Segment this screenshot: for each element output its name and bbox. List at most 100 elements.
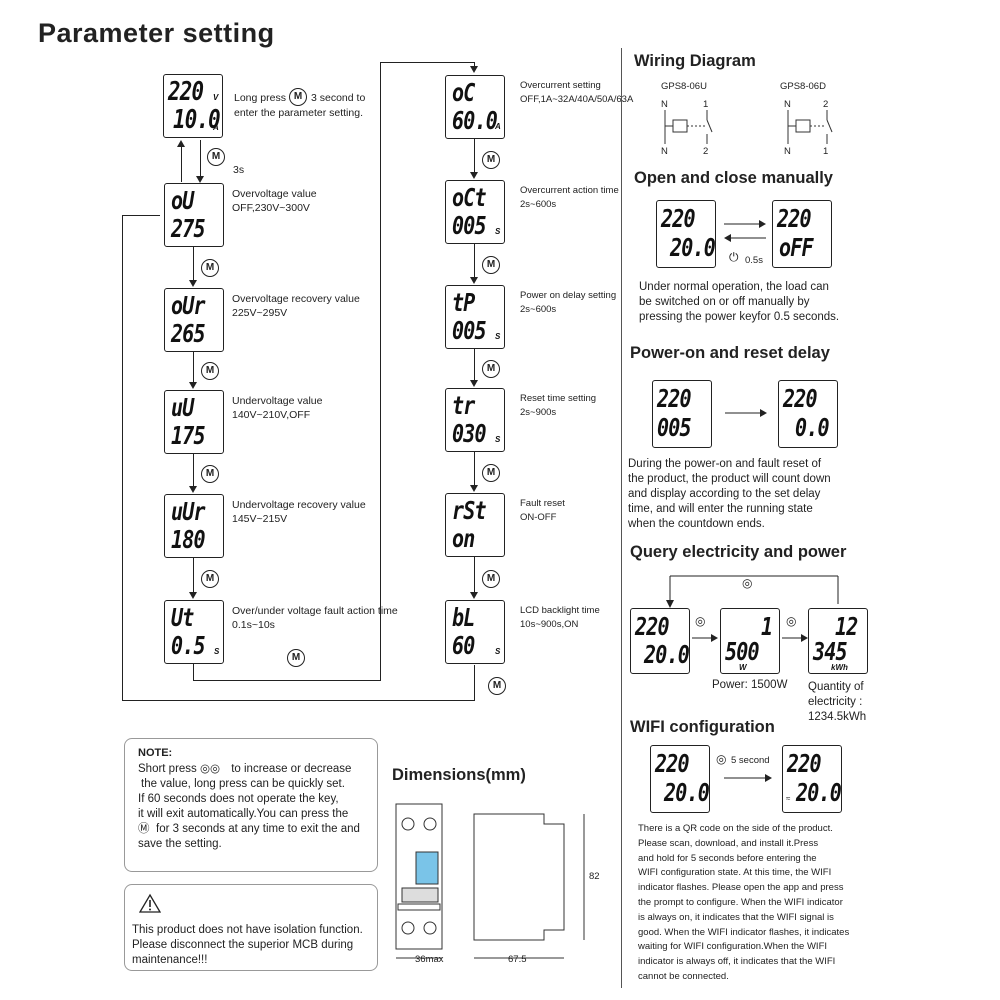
lcd-query-2: 1 500 W xyxy=(720,608,780,674)
manual-text-1: Under normal operation, the load can xyxy=(639,281,829,293)
step-range: OFF,230V~300V xyxy=(232,202,310,214)
step-label: Undervoltage recovery value xyxy=(232,499,366,511)
note-line-1: Short press ◎◎ to increase or decrease xyxy=(138,763,352,775)
connector-line xyxy=(474,139,476,174)
loop-bottom xyxy=(122,700,474,702)
manual-time: 0.5s xyxy=(745,255,763,266)
lcd-entry: 220 V 10.0 A xyxy=(163,74,223,138)
connector-line xyxy=(474,244,476,279)
note-line-6: save the setting. xyxy=(138,838,222,850)
query-key-icon: ◎ xyxy=(695,614,706,628)
lcd-code: Ut xyxy=(171,603,194,632)
warning-line-3: maintenance!!! xyxy=(132,954,208,966)
wifi-text-line: is always on, it indicates that the WIFI… xyxy=(638,911,834,923)
lcd-unit: S xyxy=(495,647,501,656)
plus-minus-icons: ◎◎ xyxy=(200,763,221,775)
join-left xyxy=(193,664,195,681)
join-mid xyxy=(380,62,382,681)
hold-time: 3s xyxy=(233,164,245,176)
lcd-code: oUr xyxy=(171,291,206,320)
lcd-value: 0.5 xyxy=(171,631,206,660)
power-key-icon: ⏻ xyxy=(729,250,739,264)
loop-left xyxy=(122,215,124,700)
connector-head xyxy=(470,380,478,387)
arrow-down-line xyxy=(200,140,202,176)
connector-line xyxy=(193,352,195,384)
lcd-line2: 005 xyxy=(657,413,692,442)
manual-title: Open and close manually xyxy=(634,169,833,187)
step-range: OFF,1A~32A/40A/50A/63A xyxy=(520,94,634,105)
query-arrow xyxy=(782,634,808,642)
m-key-icon: M xyxy=(287,649,305,667)
lcd-manual-right: 220 oFF xyxy=(772,200,832,268)
delay-text-2: the product, the product will count down xyxy=(628,473,831,485)
arrow-head xyxy=(470,66,478,73)
lcd-line1: 220 xyxy=(635,612,670,641)
step-range: ON-OFF xyxy=(520,512,557,523)
connector-line xyxy=(474,452,476,487)
wifi-text-line: waiting for WIFI configuration.When the … xyxy=(638,941,828,953)
lcd-value: 180 xyxy=(171,525,206,554)
wifi-text-line: indicator flashes. Please open the app a… xyxy=(638,882,844,894)
m-key-icon: M xyxy=(482,569,500,588)
query-qty-2: electricity : xyxy=(808,696,863,708)
wiring-d-1: 1 xyxy=(823,146,829,157)
lcd-code: bL xyxy=(452,603,475,632)
m-key-icon: M xyxy=(482,255,500,274)
warning-box: This product does not have isolation fun… xyxy=(124,884,378,971)
query-arrow xyxy=(692,634,718,642)
lcd-unit: S xyxy=(495,332,501,341)
m-key-icon: M xyxy=(482,150,500,169)
wifi-text-line: WIFI configuration state. At this time, … xyxy=(638,867,832,879)
lcd-query-1: 220 20.0 xyxy=(630,608,690,674)
lcd-unit: S xyxy=(214,647,220,656)
query-loop xyxy=(666,575,839,608)
wiring-schematic xyxy=(664,110,833,144)
step-label: Fault reset xyxy=(520,498,565,509)
lcd-wifi-left: 220 20.0 xyxy=(650,745,710,813)
lcd-code: tr xyxy=(452,391,475,420)
lcd-value: 030 xyxy=(452,419,487,448)
lcd-code: oU xyxy=(171,186,194,215)
join-top-down xyxy=(474,62,476,68)
wiring-d-n2: N xyxy=(784,146,791,157)
query-title: Query electricity and power xyxy=(630,543,847,561)
step-range: 2s~900s xyxy=(520,407,557,418)
m-key-icon: M xyxy=(201,258,219,277)
step-range: 225V~295V xyxy=(232,307,288,319)
wifi-text-line: Please scan, download, and install it.Pr… xyxy=(638,837,819,849)
m-key-icon: M xyxy=(488,677,506,695)
m-key-icon: M xyxy=(289,88,307,106)
step-label: LCD backlight time xyxy=(520,605,600,616)
lcd-code: tP xyxy=(452,288,475,317)
lcd-line2: 500 xyxy=(725,637,760,666)
warning-line-2: Please disconnect the superior MCB durin… xyxy=(132,939,354,951)
lcd-manual-left: 220 20.0 xyxy=(656,200,716,268)
step-range: 2s~600s xyxy=(520,199,557,210)
manual-text-3: pressing the power keyfor 0.5 seconds. xyxy=(639,311,840,323)
query-key-icon: ◎ xyxy=(786,614,797,628)
page-title: Parameter setting xyxy=(38,18,275,48)
lcd-line2: 345 xyxy=(813,637,848,666)
lcd-line1: 220 xyxy=(661,204,696,233)
connector-head xyxy=(189,382,197,389)
lcd-line1: 1 xyxy=(761,612,773,641)
dim-width-front: 36max xyxy=(415,954,444,965)
lcd-unit: S xyxy=(495,227,501,236)
connector-head xyxy=(470,485,478,492)
delay-text-5: when the countdown ends. xyxy=(628,518,765,530)
step-label: Overcurrent action time xyxy=(520,185,619,196)
delay-text-3: and display according to the set delay xyxy=(628,488,821,500)
wifi-title: WIFI configuration xyxy=(630,718,775,736)
step-range: 10s~900s,ON xyxy=(520,619,579,630)
wifi-indicator-icon: ≈ xyxy=(786,794,791,803)
unit-a: A xyxy=(213,123,219,132)
wiring-u-1: 1 xyxy=(703,99,709,110)
lcd-line2: oFF xyxy=(779,233,814,262)
lcd-value: 275 xyxy=(171,214,206,243)
